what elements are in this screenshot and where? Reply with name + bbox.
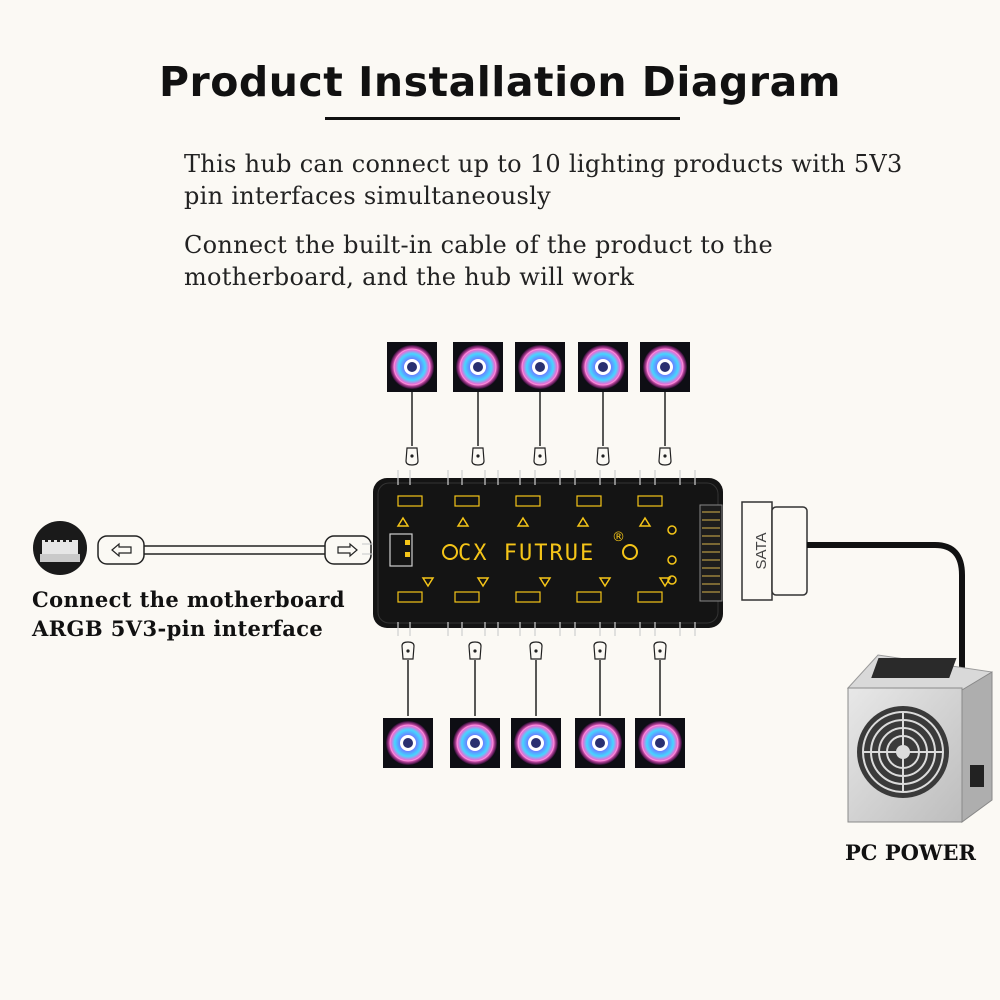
page-title: Product Installation Diagram	[158, 58, 842, 106]
rgb-fan-icon	[577, 341, 629, 393]
rgb-fan-icon	[574, 717, 626, 769]
motherboard-cable	[97, 535, 372, 565]
motherboard-label-line1: Connect the motherboard	[32, 587, 345, 612]
3pin-connector-icon	[653, 641, 667, 660]
rgb-fan-icon	[382, 717, 434, 769]
rgb-fan-icon	[386, 341, 438, 393]
3pin-connector-icon	[468, 641, 482, 660]
motherboard-label-line2: ARGB 5V3-pin interface	[32, 616, 324, 641]
top-connectors	[405, 447, 672, 466]
rgb-fan-icon	[510, 717, 562, 769]
3pin-connector-icon	[596, 447, 610, 466]
sata-connector: SATA	[741, 501, 808, 601]
3pin-connector-icon	[529, 641, 543, 660]
3pin-connector-icon	[593, 641, 607, 660]
rgb-fan-icon	[449, 717, 501, 769]
psu-label: PC POWER	[845, 840, 976, 865]
3pin-connector-icon	[405, 447, 419, 466]
sata-label: SATA	[753, 533, 770, 570]
rgb-fan-icon	[634, 717, 686, 769]
top-fan-cables	[411, 392, 666, 446]
power-supply-icon	[846, 654, 993, 823]
rgb-fan-icon	[452, 341, 504, 393]
title-underline	[325, 117, 680, 120]
trademark-symbol: ®	[612, 530, 625, 545]
3pin-connector-icon	[658, 447, 672, 466]
motherboard-label: Connect the motherboard ARGB 5V3-pin int…	[32, 585, 345, 643]
hub-brand-text: CX FUTRUE	[458, 541, 595, 566]
description-connection: Connect the built-in cable of the produc…	[184, 231, 774, 291]
bottom-connectors	[401, 641, 667, 660]
hub-board: CX FUTRUE ®	[362, 470, 723, 636]
3pin-connector-icon	[471, 447, 485, 466]
3pin-connector-icon	[401, 641, 415, 660]
power-cable	[807, 542, 965, 690]
bottom-fan-row	[382, 717, 686, 769]
bottom-fan-cables	[407, 660, 661, 716]
3pin-connector-icon	[533, 447, 547, 466]
top-fan-row	[386, 341, 691, 393]
rgb-fan-icon	[514, 341, 566, 393]
motherboard-connector-icon	[33, 521, 87, 575]
rgb-fan-icon	[639, 341, 691, 393]
description-capacity: This hub can connect up to 10 lighting p…	[184, 150, 903, 210]
